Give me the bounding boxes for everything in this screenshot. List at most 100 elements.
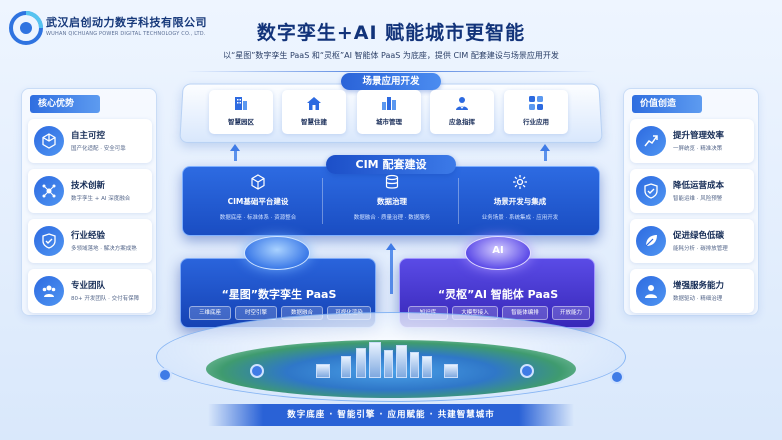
cim-item-desc: 数据底座 · 标准体系 · 资源整合 bbox=[219, 215, 297, 221]
cim-item-scene-integration: 场景开发与集成 业务场景 · 系统集成 · 应用开发 bbox=[456, 174, 584, 221]
building bbox=[356, 348, 366, 378]
card-title: 技术创新 bbox=[71, 181, 106, 191]
cim-item-title: 场景开发与集成 bbox=[493, 197, 547, 206]
card-desc: 能耗分析 · 碳排放管理 bbox=[673, 246, 728, 252]
card-desc: 数据驱动 · 精细治理 bbox=[673, 296, 723, 302]
ai-orb-label: AI bbox=[492, 245, 504, 256]
emergency-icon bbox=[456, 97, 468, 110]
panel-title: 核心优势 bbox=[30, 95, 100, 113]
value-card: 提升管理效率 一屏统览 · 精准决策 bbox=[630, 119, 754, 163]
card-title: 自主可控 bbox=[71, 131, 106, 141]
location-pin-icon bbox=[158, 368, 172, 382]
user-service-icon bbox=[636, 276, 666, 306]
advantage-card: 技术创新 数字孪生 + AI 深度融合 bbox=[28, 169, 152, 213]
arrow-up-icon bbox=[230, 144, 240, 151]
cim-item-data-governance: 数据治理 数据融合 · 质量治理 · 数据服务 bbox=[328, 174, 456, 221]
card-desc: 国产化适配 · 安全可靠 bbox=[71, 146, 126, 152]
core-advantages-panel: 核心优势 自主可控 国产化适配 · 安全可靠 技术创新 数字孪生 + AI 深度… bbox=[21, 88, 157, 316]
scene-label: 智慧园区 bbox=[228, 118, 254, 126]
card-title: 提升管理效率 bbox=[673, 131, 725, 141]
cim-divider bbox=[322, 178, 323, 224]
building bbox=[341, 356, 351, 378]
panel-title: 价值创造 bbox=[632, 95, 702, 113]
scene-item-city-management[interactable]: 城市管理 bbox=[357, 90, 421, 134]
building bbox=[369, 342, 381, 378]
leaf-icon bbox=[636, 226, 666, 256]
card-title: 增强服务能力 bbox=[673, 281, 725, 291]
card-title: 降低运营成本 bbox=[673, 181, 725, 191]
scene-layer-title: 场景应用开发 bbox=[341, 73, 441, 90]
arrow-up-icon bbox=[386, 243, 396, 250]
advantage-card: 行业经验 多领域落地 · 解决方案成熟 bbox=[28, 219, 152, 263]
shield-check-icon bbox=[636, 176, 666, 206]
value-card: 增强服务能力 数据驱动 · 精细治理 bbox=[630, 269, 754, 313]
location-pin-icon bbox=[250, 364, 264, 378]
bottom-slogan: 数字底座 · 智能引擎 · 应用赋能 · 共建智慧城市 bbox=[208, 404, 574, 426]
value-card: 促进绿色低碳 能耗分析 · 碳排放管理 bbox=[630, 219, 754, 263]
page-subtitle: 以“星图”数字孪生 PaaS 和“灵枢”AI 智能体 PaaS 为底座，提供 C… bbox=[223, 51, 559, 60]
globe-icon bbox=[244, 236, 310, 270]
card-title: 促进绿色低碳 bbox=[673, 231, 725, 241]
building-icon bbox=[235, 97, 247, 110]
building bbox=[410, 352, 419, 378]
cim-divider bbox=[458, 178, 459, 224]
advantage-card: 专业团队 80+ 开发团队 · 交付有保障 bbox=[28, 269, 152, 313]
building bbox=[384, 350, 393, 378]
company-name: 武汉启创动力数字科技有限公司 bbox=[46, 16, 207, 29]
scene-label: 行业应用 bbox=[523, 118, 549, 126]
card-desc: 智能运维 · 风险预警 bbox=[673, 196, 723, 202]
card-desc: 80+ 开发团队 · 交付有保障 bbox=[71, 296, 140, 302]
card-title: 行业经验 bbox=[71, 231, 106, 241]
chart-up-icon bbox=[636, 126, 666, 156]
gear-icon bbox=[513, 175, 527, 189]
card-desc: 一屏统览 · 精准决策 bbox=[673, 146, 723, 152]
arrow-stem bbox=[389, 250, 393, 294]
scene-item-smart-park[interactable]: 智慧园区 bbox=[209, 90, 273, 134]
scene-label: 应急指挥 bbox=[449, 118, 475, 126]
cube-outline-icon bbox=[251, 174, 265, 190]
database-icon bbox=[385, 174, 399, 189]
city-model bbox=[206, 340, 576, 398]
card-desc: 多领域落地 · 解决方案成熟 bbox=[71, 246, 137, 252]
location-pin-icon bbox=[610, 370, 624, 384]
team-icon bbox=[34, 276, 64, 306]
company-logo-icon bbox=[9, 11, 43, 45]
grid-icon bbox=[529, 96, 543, 110]
cim-item-desc: 数据融合 · 质量治理 · 数据服务 bbox=[353, 215, 431, 221]
scene-item-smart-housing[interactable]: 智慧住建 bbox=[282, 90, 346, 134]
subtitle-divider bbox=[186, 71, 596, 72]
paas-title: “灵枢”AI 智能体 PaaS bbox=[437, 288, 559, 301]
page-title: 数字孪生+AI 赋能城市更智能 bbox=[256, 22, 526, 44]
location-pin-icon bbox=[520, 364, 534, 378]
scene-label: 城市管理 bbox=[376, 118, 402, 126]
paas-chip: 三维底座 bbox=[189, 306, 231, 320]
building bbox=[316, 364, 330, 378]
arrow-up-icon bbox=[540, 144, 550, 151]
card-desc: 数字孪生 + AI 深度融合 bbox=[71, 196, 131, 202]
cim-item-base-platform: CIM基础平台建设 数据底座 · 标准体系 · 资源整合 bbox=[194, 174, 322, 221]
cim-item-title: CIM基础平台建设 bbox=[227, 197, 289, 206]
cim-item-desc: 业务场景 · 系统集成 · 应用开发 bbox=[481, 215, 559, 221]
cim-layer-title: CIM 配套建设 bbox=[326, 155, 456, 174]
scene-label: 智慧住建 bbox=[301, 118, 327, 126]
city-icon bbox=[382, 97, 396, 110]
house-icon bbox=[307, 97, 321, 110]
building bbox=[396, 345, 407, 378]
cube-icon bbox=[34, 126, 64, 156]
scene-item-emergency-command[interactable]: 应急指挥 bbox=[430, 90, 494, 134]
building bbox=[422, 356, 432, 378]
card-title: 专业团队 bbox=[71, 281, 106, 291]
scene-item-industry-apps[interactable]: 行业应用 bbox=[504, 90, 568, 134]
cim-platform bbox=[182, 166, 600, 236]
shield-check-icon bbox=[34, 226, 64, 256]
value-card: 降低运营成本 智能运维 · 风险预警 bbox=[630, 169, 754, 213]
ai-orb-icon bbox=[465, 236, 531, 270]
network-icon bbox=[34, 176, 64, 206]
value-creation-panel: 价值创造 提升管理效率 一屏统览 · 精准决策 降低运营成本 智能运维 · 风险… bbox=[623, 88, 759, 316]
arrow-stem bbox=[543, 151, 547, 161]
paas-title: “星图”数字孪生 PaaS bbox=[221, 288, 337, 301]
arrow-stem bbox=[233, 151, 237, 161]
company-name-en: WUHAN QICHUANG POWER DIGITAL TECHNOLOGY … bbox=[46, 31, 206, 37]
paas-chip: 开放能力 bbox=[552, 306, 590, 320]
advantage-card: 自主可控 国产化适配 · 安全可靠 bbox=[28, 119, 152, 163]
